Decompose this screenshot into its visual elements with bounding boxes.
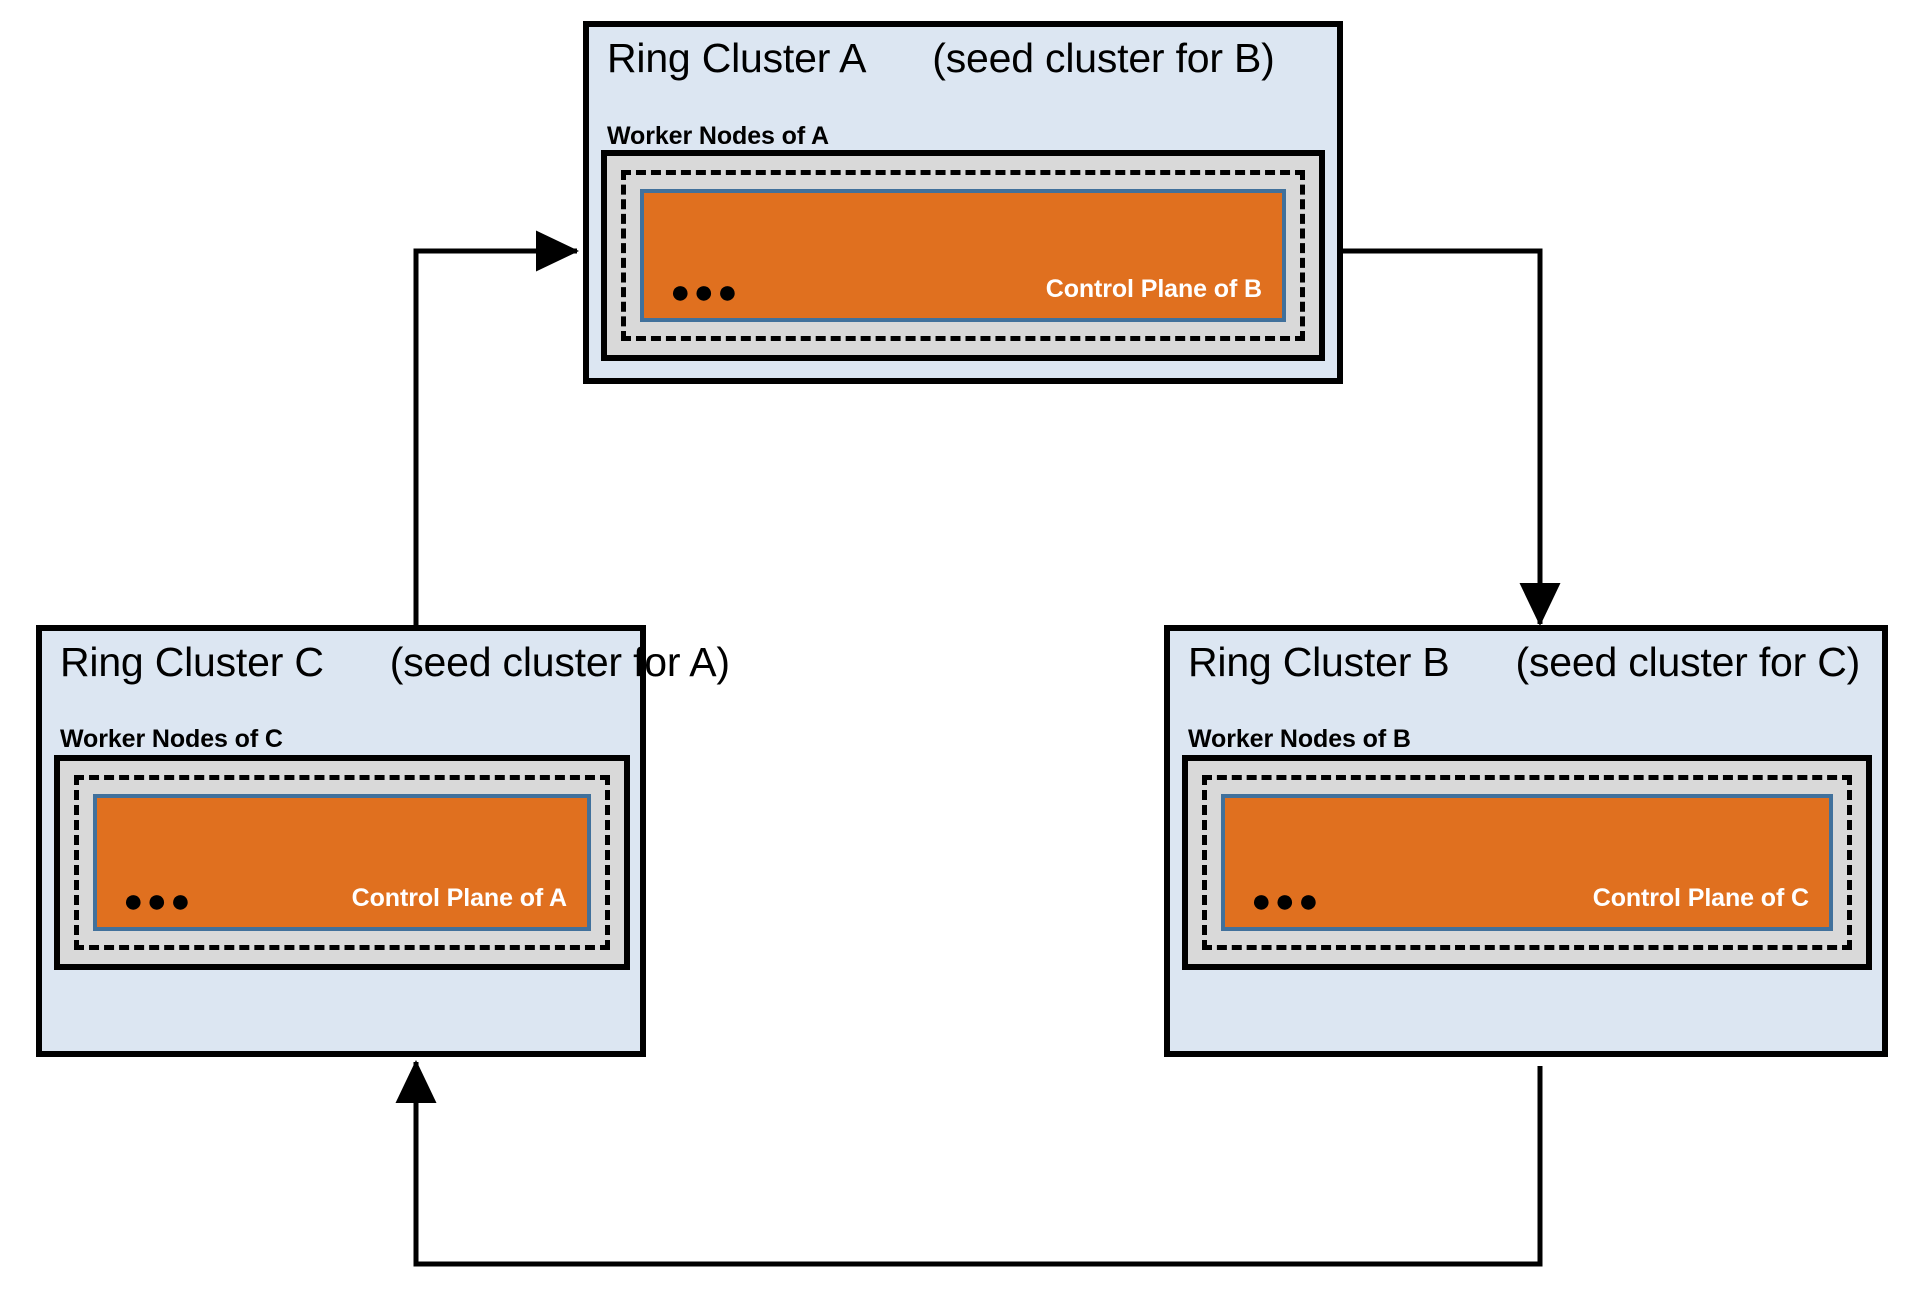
worker-nodes-label-b: Worker Nodes of B xyxy=(1188,725,1411,753)
worker-nodes-box-b: ●●● Control Plane of C xyxy=(1182,755,1872,970)
cluster-seed-note-b: (seed cluster for C) xyxy=(1515,639,1861,685)
ellipsis-dots-icon: ●●● xyxy=(123,882,194,920)
cluster-title-c: Ring Cluster C (seed cluster for A) xyxy=(60,639,730,686)
worker-nodes-box-a: ●●● Control Plane of B xyxy=(601,150,1325,361)
cluster-title-b: Ring Cluster B (seed cluster for C) xyxy=(1188,639,1860,686)
control-plane-label-a: Control Plane of A xyxy=(351,884,567,912)
control-plane-box-b[interactable]: ●●● Control Plane of B xyxy=(640,189,1286,322)
cluster-name-a: Ring Cluster A xyxy=(607,35,867,81)
cluster-title-a: Ring Cluster A (seed cluster for B) xyxy=(607,35,1275,82)
node-group-dashed-c: ●●● Control Plane of A xyxy=(74,775,610,950)
connector-c-to-a xyxy=(413,230,580,640)
control-plane-label-b: Control Plane of B xyxy=(1045,275,1262,303)
node-group-dashed-a: ●●● Control Plane of B xyxy=(621,170,1305,341)
cluster-seed-note-a: (seed cluster for B) xyxy=(932,35,1275,81)
worker-nodes-label-a: Worker Nodes of A xyxy=(607,122,829,150)
connector-a-to-b xyxy=(1343,248,1561,627)
ellipsis-dots-icon: ●●● xyxy=(1251,882,1322,920)
control-plane-box-c[interactable]: ●●● Control Plane of C xyxy=(1221,794,1833,931)
worker-nodes-label-c: Worker Nodes of C xyxy=(60,725,283,753)
control-plane-box-a[interactable]: ●●● Control Plane of A xyxy=(93,794,591,931)
node-group-dashed-b: ●●● Control Plane of C xyxy=(1202,775,1852,950)
worker-nodes-box-c: ●●● Control Plane of A xyxy=(54,755,630,970)
cluster-name-b: Ring Cluster B xyxy=(1188,639,1450,685)
cluster-box-c[interactable]: Ring Cluster C (seed cluster for A) Worke… xyxy=(36,625,730,1057)
cluster-box-b[interactable]: Ring Cluster B (seed cluster for C) Worke… xyxy=(1164,625,1888,1057)
cluster-seed-note-c: (seed cluster for A) xyxy=(389,639,730,685)
control-plane-label-c: Control Plane of C xyxy=(1592,884,1809,912)
ellipsis-dots-icon: ●●● xyxy=(670,273,741,311)
cluster-name-c: Ring Cluster C xyxy=(60,639,324,685)
connector-b-to-c xyxy=(395,1059,1543,1267)
cluster-box-a[interactable]: Ring Cluster A (seed cluster for B) Worke… xyxy=(583,21,1343,384)
